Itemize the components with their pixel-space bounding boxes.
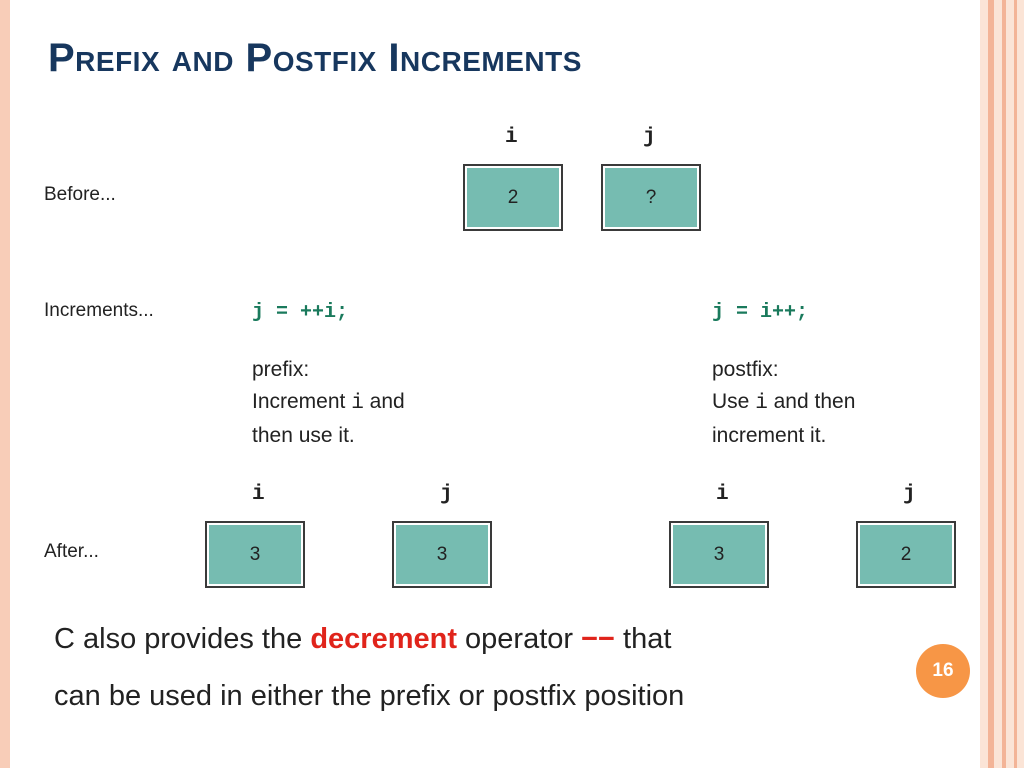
decrement-emphasis: decrement [310, 623, 457, 655]
prefix-code: j = ++i; [252, 301, 349, 324]
after-postfix-j-value: 2 [900, 543, 912, 565]
before-j-name: j [643, 126, 656, 149]
after-prefix-i-name: i [252, 483, 265, 506]
postfix-line3: increment it. [712, 424, 827, 447]
after-postfix-j-box: 2 [856, 521, 956, 588]
after-postfix-j-name: j [903, 483, 916, 506]
after-label: After... [44, 541, 99, 562]
footer-line2: can be used in either the prefix or post… [54, 680, 685, 712]
after-prefix-j-box: 3 [392, 521, 492, 588]
after-postfix-i-box: 3 [669, 521, 769, 588]
after-prefix-j-name: j [440, 483, 453, 506]
after-postfix-i-value: 3 [713, 543, 725, 565]
prefix-description: prefix: Increment i and then use it. [252, 354, 405, 452]
postfix-line1: postfix: [712, 358, 779, 381]
prefix-line2: Increment i and [252, 390, 405, 415]
before-label: Before... [44, 184, 116, 205]
left-border-decoration [0, 0, 10, 768]
page-number-badge: 16 [916, 644, 970, 698]
after-prefix-j-value: 3 [436, 543, 448, 565]
postfix-description: postfix: Use i and then increment it. [712, 354, 855, 452]
after-postfix-i-name: i [716, 483, 729, 506]
before-i-box: 2 [463, 164, 563, 231]
decrement-operator: −− [581, 623, 615, 655]
before-j-box: ? [601, 164, 701, 231]
slide-title: Prefix and Postfix Increments [48, 36, 582, 80]
prefix-line3: then use it. [252, 424, 355, 447]
footer-line1: C also provides the decrement operator −… [54, 623, 672, 655]
right-border-decoration [980, 0, 1024, 768]
after-prefix-i-box: 3 [205, 521, 305, 588]
postfix-code: j = i++; [712, 301, 809, 324]
after-prefix-i-value: 3 [249, 543, 261, 565]
before-i-value: 2 [507, 186, 519, 208]
postfix-line2: Use i and then [712, 390, 856, 415]
prefix-line1: prefix: [252, 358, 310, 381]
before-j-value: ? [645, 186, 657, 208]
increments-label: Increments... [44, 300, 154, 321]
before-i-name: i [505, 126, 518, 149]
